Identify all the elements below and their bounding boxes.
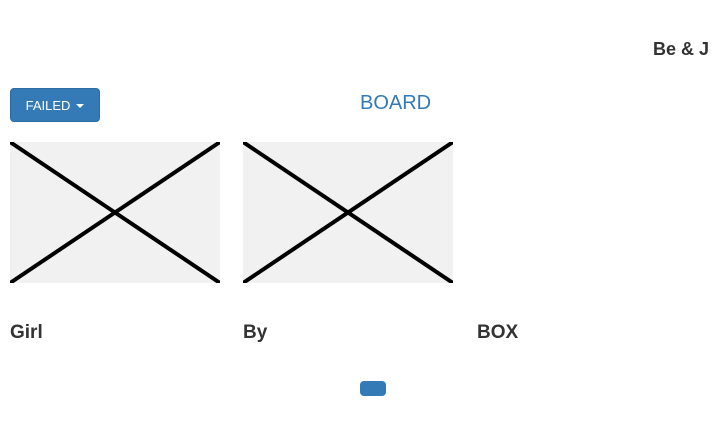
item-title[interactable]: BOX bbox=[477, 322, 519, 343]
pagination-dot[interactable] bbox=[360, 381, 386, 396]
caret-down-icon bbox=[76, 103, 85, 108]
status-dropdown-button[interactable]: FAILED bbox=[10, 88, 100, 122]
broken-image-icon bbox=[10, 142, 220, 283]
item-image-girl[interactable] bbox=[10, 142, 220, 283]
status-dropdown-label: FAILED bbox=[25, 97, 71, 113]
item-image-by[interactable] bbox=[243, 142, 453, 283]
broken-image-icon bbox=[243, 142, 453, 283]
item-title[interactable]: By bbox=[243, 322, 268, 343]
item-title[interactable]: Girl bbox=[10, 322, 43, 343]
board-link[interactable]: BOARD bbox=[360, 92, 432, 114]
brand-title: Be & J bbox=[652, 39, 709, 59]
